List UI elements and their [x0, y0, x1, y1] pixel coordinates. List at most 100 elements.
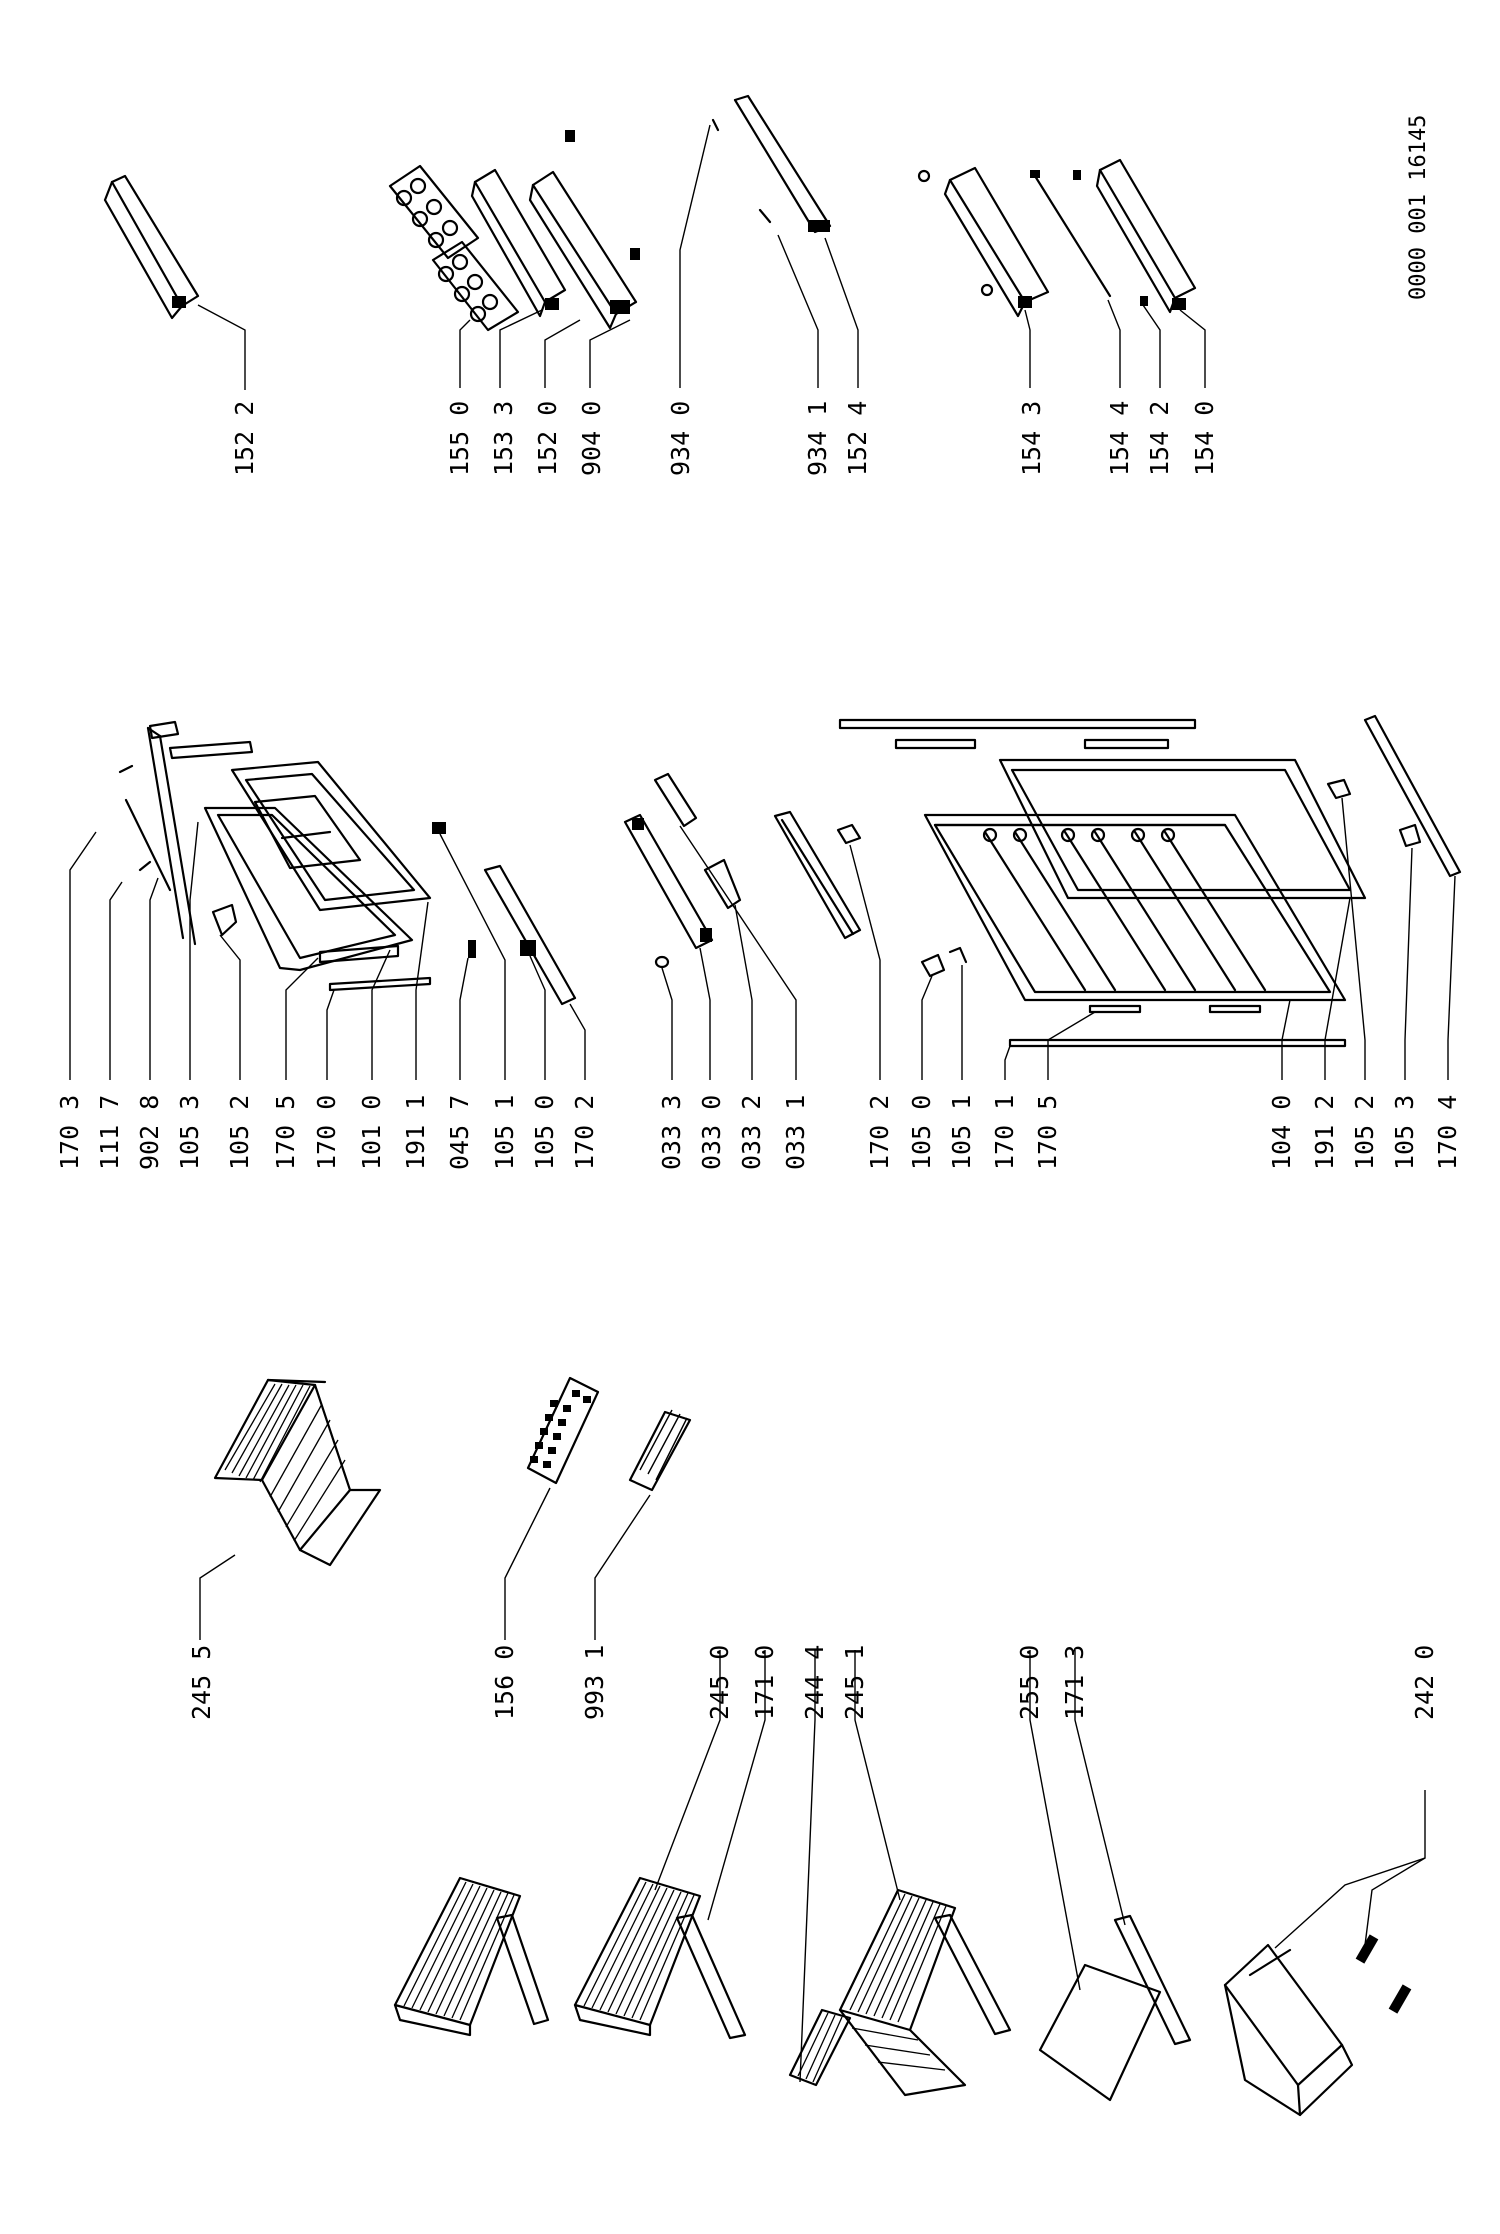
leader-152-2 — [197, 304, 246, 390]
leader-105-3b — [1404, 847, 1413, 1080]
door-shelf-153-3 — [470, 168, 567, 318]
wire-basket-245-5 — [213, 1378, 382, 1567]
wire-shelf-top — [393, 1876, 550, 2037]
leader-904-0 — [589, 319, 631, 388]
leader-255-0 — [1029, 1650, 1081, 1991]
freezer-door-assembly — [118, 720, 577, 1006]
leader-111-7 — [109, 881, 123, 1080]
label-154-0: 154 0 — [1190, 401, 1219, 476]
leader-152-4 — [824, 237, 859, 388]
label-152-2: 152 2 — [230, 401, 259, 476]
label-191-2: 191 2 — [1310, 1095, 1339, 1170]
leader-244-4 — [799, 1650, 816, 2083]
label-045-7: 045 7 — [445, 1095, 474, 1170]
leader-156-0 — [504, 1487, 551, 1640]
leader-245-1 — [854, 1650, 901, 1901]
label-101-0: 101 0 — [357, 1095, 386, 1170]
door-shelf-154-0 — [1030, 158, 1197, 314]
label-033-1: 033 1 — [781, 1095, 810, 1170]
label-245-1: 245 1 — [840, 1645, 869, 1720]
wire-shelf-245-0 — [573, 1876, 747, 2040]
leader-191-1 — [415, 901, 429, 1080]
door-bar-152-4 — [711, 94, 832, 234]
wire-shelf-245-1 — [838, 1888, 1012, 2097]
label-154-2: 154 2 — [1145, 401, 1174, 476]
label-993-1: 993 1 — [580, 1645, 609, 1720]
leader-154-3 — [1024, 309, 1031, 388]
label-934-1: 934 1 — [803, 401, 832, 476]
label-154-3: 154 3 — [1017, 401, 1046, 476]
label-170-2a: 170 2 — [570, 1095, 599, 1170]
leader-033-3 — [661, 967, 673, 1080]
leader-104-0 — [1281, 999, 1291, 1080]
label-033-2: 033 2 — [737, 1095, 766, 1170]
leader-033-1 — [679, 825, 797, 1080]
leader-934-1 — [777, 234, 819, 388]
leader-170-0 — [326, 989, 335, 1080]
leader-245-0 — [654, 1650, 721, 1891]
label-170-4: 170 4 — [1433, 1095, 1462, 1170]
label-111-7: 111 7 — [95, 1095, 124, 1170]
label-033-3: 033 3 — [657, 1095, 686, 1170]
label-152-4: 152 4 — [843, 401, 872, 476]
label-255-0: 255 0 — [1015, 1645, 1044, 1720]
leader-101-0 — [371, 949, 391, 1080]
label-105-0a: 105 0 — [530, 1095, 559, 1170]
small-rack-244-4 — [788, 2008, 852, 2087]
leader-105-0b — [921, 975, 933, 1080]
label-105-3b: 105 3 — [1390, 1095, 1419, 1170]
leader-170-2b — [849, 844, 881, 1080]
leader-105-2a — [219, 934, 241, 1080]
label-152-0: 152 0 — [533, 401, 562, 476]
leader-105-3a — [189, 821, 199, 1080]
leader-033-2 — [734, 904, 753, 1080]
label-170-2b: 170 2 — [865, 1095, 894, 1170]
egg-tray-155-0 — [388, 164, 520, 332]
label-104-0: 104 0 — [1267, 1095, 1296, 1170]
label-105-1a: 105 1 — [490, 1095, 519, 1170]
door-shelf-154-3 — [917, 166, 1050, 318]
label-170-3a: 170 3 — [55, 1095, 84, 1170]
label-154-4: 154 4 — [1105, 401, 1134, 476]
leader-170-4 — [1447, 875, 1456, 1080]
label-934-0: 934 0 — [666, 401, 695, 476]
label-245-5: 245 5 — [187, 1645, 216, 1720]
leader-245-5 — [199, 1554, 236, 1640]
leader-154-4 — [1107, 299, 1121, 388]
leader-154-0 — [1179, 309, 1206, 388]
label-170-1: 170 1 — [990, 1095, 1019, 1170]
door-shelf-152-2 — [103, 174, 200, 320]
leader-902-8 — [149, 877, 159, 1080]
leader-170-3a — [69, 831, 97, 1080]
label-105-2b: 105 2 — [1350, 1095, 1379, 1170]
leader-045-7 — [459, 957, 469, 1080]
label-244-4: 244 4 — [800, 1645, 829, 1720]
label-171-0: 171 0 — [750, 1645, 779, 1720]
leader-171-0 — [707, 1650, 766, 1921]
leader-105-0a — [529, 955, 546, 1080]
leader-105-1a — [439, 833, 506, 1080]
label-155-0: 155 0 — [445, 401, 474, 476]
door-shelf-152-0 — [528, 130, 640, 330]
leader-170-1 — [1004, 1045, 1011, 1080]
label-171-3: 171 3 — [1060, 1645, 1089, 1720]
label-105-2a: 105 2 — [225, 1095, 254, 1170]
label-033-0: 033 0 — [697, 1095, 726, 1170]
glass-shelf-255-0 — [1038, 1914, 1192, 2102]
drawing-reference-number: 0000 001 16145 — [1406, 115, 1431, 300]
label-191-1: 191 1 — [401, 1095, 430, 1170]
leader-105-2b — [1341, 797, 1366, 1080]
label-170-5a: 170 5 — [271, 1095, 300, 1170]
leader-242-0 — [1274, 1790, 1426, 1949]
label-170-5b: 170 5 — [1033, 1095, 1062, 1170]
leader-242-0b — [1364, 1857, 1426, 1946]
leader-170-2a — [569, 1003, 586, 1080]
leader-170-5b — [1047, 1011, 1096, 1080]
fridge-door-assembly — [836, 714, 1462, 1048]
egg-tray-156-0 — [526, 1376, 600, 1485]
leader-993-1 — [594, 1494, 651, 1640]
label-245-0: 245 0 — [705, 1645, 734, 1720]
tool-993-1 — [628, 1409, 692, 1492]
